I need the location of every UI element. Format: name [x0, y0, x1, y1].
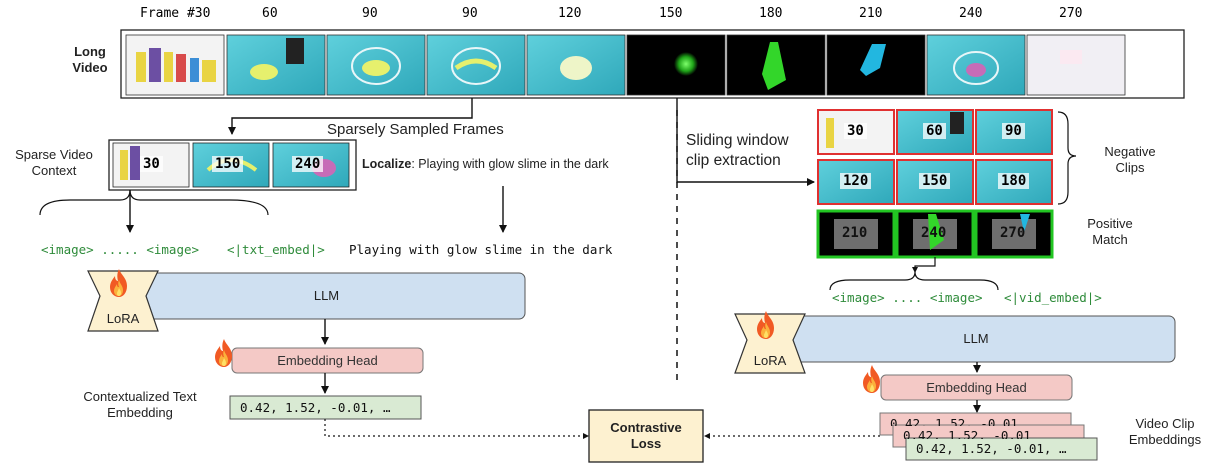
sparse-frame-number: 30 [140, 156, 163, 172]
video-frame [326, 34, 426, 96]
left-head-flame-icon [215, 339, 232, 367]
negative-clip-number: 90 [1002, 123, 1025, 139]
left-embedding-head-box [231, 347, 424, 374]
negative-clip-number: 120 [840, 173, 872, 189]
left-lora-label: LoRA [106, 311, 140, 326]
right-llm-label: LLM [963, 331, 989, 346]
negative-clip-number: 60 [923, 123, 946, 139]
frame-number: 210 [859, 6, 883, 21]
positive-clip-number: 270 [1000, 225, 1026, 241]
negative-clip-number: 30 [844, 123, 867, 139]
negative-clip-number: 180 [998, 173, 1030, 189]
left-llm-label: LLM [313, 288, 340, 303]
video-frame [726, 34, 826, 96]
negative-brace [1057, 111, 1077, 205]
frame-number: 270 [1059, 6, 1083, 21]
left-lora-shape [87, 270, 159, 332]
right-vid-embed-token: <|vid_embed|> [1004, 290, 1102, 305]
positive-to-tokens-arrow [912, 257, 936, 273]
frame-number: 240 [959, 6, 983, 21]
left-embedding-label: Contextualized Text Embedding [83, 389, 197, 420]
left-embedding-head-label: Embedding Head [277, 353, 378, 368]
positive-clip [816, 209, 896, 259]
right-embedding-values-front: 0.42, 1.52, -0.01, … [916, 441, 1067, 456]
right-image-tokens: <image> .... <image> [832, 290, 983, 305]
frame-number: 90 [362, 6, 378, 21]
left-txt-embed-token: <|txt_embed|> [227, 242, 325, 257]
sparse-brace [39, 189, 269, 216]
sliding-window-label: Sliding window clip extraction [686, 132, 789, 169]
long-video-label: Long Video [72, 44, 108, 75]
sliding-window-arrow [676, 98, 815, 186]
frame-number: 120 [558, 6, 582, 21]
positive-clip [974, 209, 1054, 259]
left-to-loss-arrow [324, 419, 589, 439]
sparse-frames-title: Sparsely Sampled Frames [327, 121, 504, 138]
right-embedding-label: Video Clip Embeddings [1128, 416, 1202, 447]
right-embedding-values-back: 0.42, 1.52, -0.01 [890, 416, 1018, 426]
video-frame [826, 34, 926, 96]
sparse-frame-number: 240 [292, 156, 324, 172]
sparse-sampling-arrow [228, 98, 473, 135]
right-embedding-values-mid: 0.42, 1.52, -0.01 [903, 428, 1031, 439]
video-frame [526, 34, 626, 96]
frame-number: 180 [759, 6, 783, 21]
negative-clip-number: 150 [919, 173, 951, 189]
video-frame [226, 34, 326, 96]
negative-clip [817, 109, 895, 155]
left-query-text: Playing with glow slime in the dark [349, 242, 613, 257]
video-frame [626, 34, 726, 96]
contrastive-loss-label: Contrastive Loss [610, 420, 682, 451]
right-embedding-head-label: Embedding Head [926, 380, 1027, 395]
frame-number: 90 [462, 6, 478, 21]
positive-clip-number: 210 [842, 225, 868, 241]
frame-number: 60 [262, 6, 278, 21]
left-image-tokens: <image> ..... <image> [41, 242, 200, 257]
sparse-frame-number: 150 [212, 156, 244, 172]
left-embedding-values: 0.42, 1.52, -0.01, … [240, 400, 391, 415]
video-frame [125, 34, 225, 96]
negative-clips-label: Negative Clips [1104, 144, 1156, 175]
right-lora-shape [734, 313, 806, 374]
sparse-context-label: Sparse Video Context [15, 147, 93, 178]
positive-clip-number: 240 [921, 225, 947, 241]
localize-prompt: Localize: Playing with glow slime in the… [362, 157, 609, 171]
right-embedding-front [905, 437, 1098, 461]
frame-number: 150 [659, 6, 683, 21]
contrastive-loss-box [588, 409, 704, 463]
video-frame [1026, 34, 1126, 96]
positive-match-label: Positive Match [1087, 216, 1133, 247]
frame-number: Frame #30 [140, 6, 211, 21]
video-frame [926, 34, 1026, 96]
positive-brace [829, 271, 999, 291]
right-lora-label: LoRA [753, 353, 787, 368]
video-frame [426, 34, 526, 96]
right-head-flame-icon [863, 365, 880, 393]
